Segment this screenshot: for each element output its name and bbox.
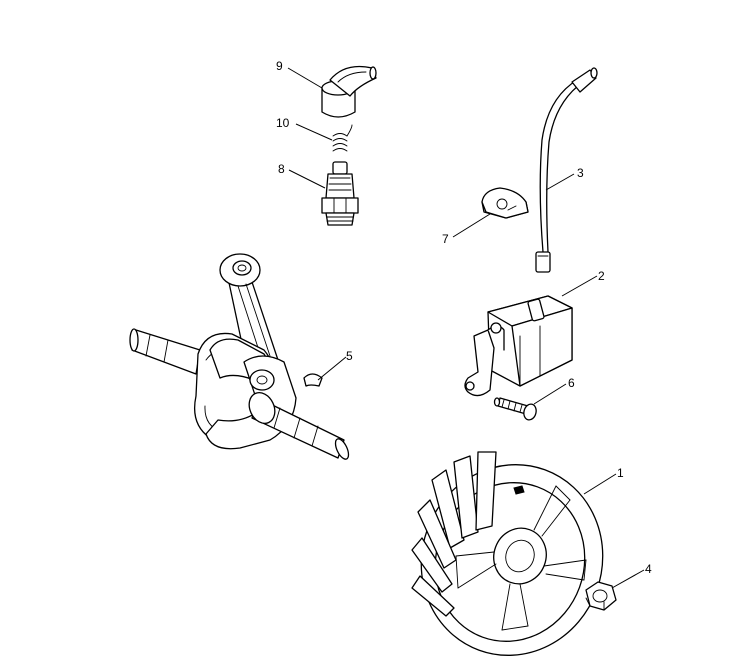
leader-lines [287, 67, 645, 589]
spark-plug-part [321, 161, 359, 226]
callout-5: 5 [346, 349, 353, 363]
leader-line-7 [452, 213, 491, 238]
leader-line-2 [561, 275, 598, 297]
leader-line-10 [295, 123, 333, 141]
coil-bolt-part [493, 397, 537, 421]
callout-9: 9 [276, 59, 283, 73]
leader-line-1 [583, 473, 617, 495]
callout-10: 10 [276, 116, 290, 130]
woodruff-key-part [303, 373, 323, 387]
callout-7: 7 [442, 232, 449, 246]
callout-1: 1 [617, 466, 624, 480]
crankshaft-assembly [129, 253, 350, 460]
flywheel-nut-part [585, 581, 617, 611]
leader-line-9 [287, 67, 323, 89]
ignition-coil-part [464, 295, 573, 397]
callout-labels: 9 10 8 3 7 2 6 5 1 4 [276, 59, 652, 576]
flywheel-part [411, 451, 604, 656]
leader-line-8 [288, 169, 326, 189]
callout-3: 3 [577, 166, 584, 180]
leader-line-4 [611, 569, 645, 589]
callout-4: 4 [645, 562, 652, 576]
leader-line-3 [545, 173, 575, 191]
callout-8: 8 [278, 162, 285, 176]
callout-2: 2 [598, 269, 605, 283]
callout-6: 6 [568, 376, 575, 390]
leader-line-6 [533, 383, 567, 405]
ignition-wire-part [535, 67, 598, 273]
leader-line-5 [317, 356, 347, 381]
spark-plug-cap-part [321, 65, 377, 118]
grommet-part [481, 187, 529, 219]
spring-part [332, 124, 353, 152]
